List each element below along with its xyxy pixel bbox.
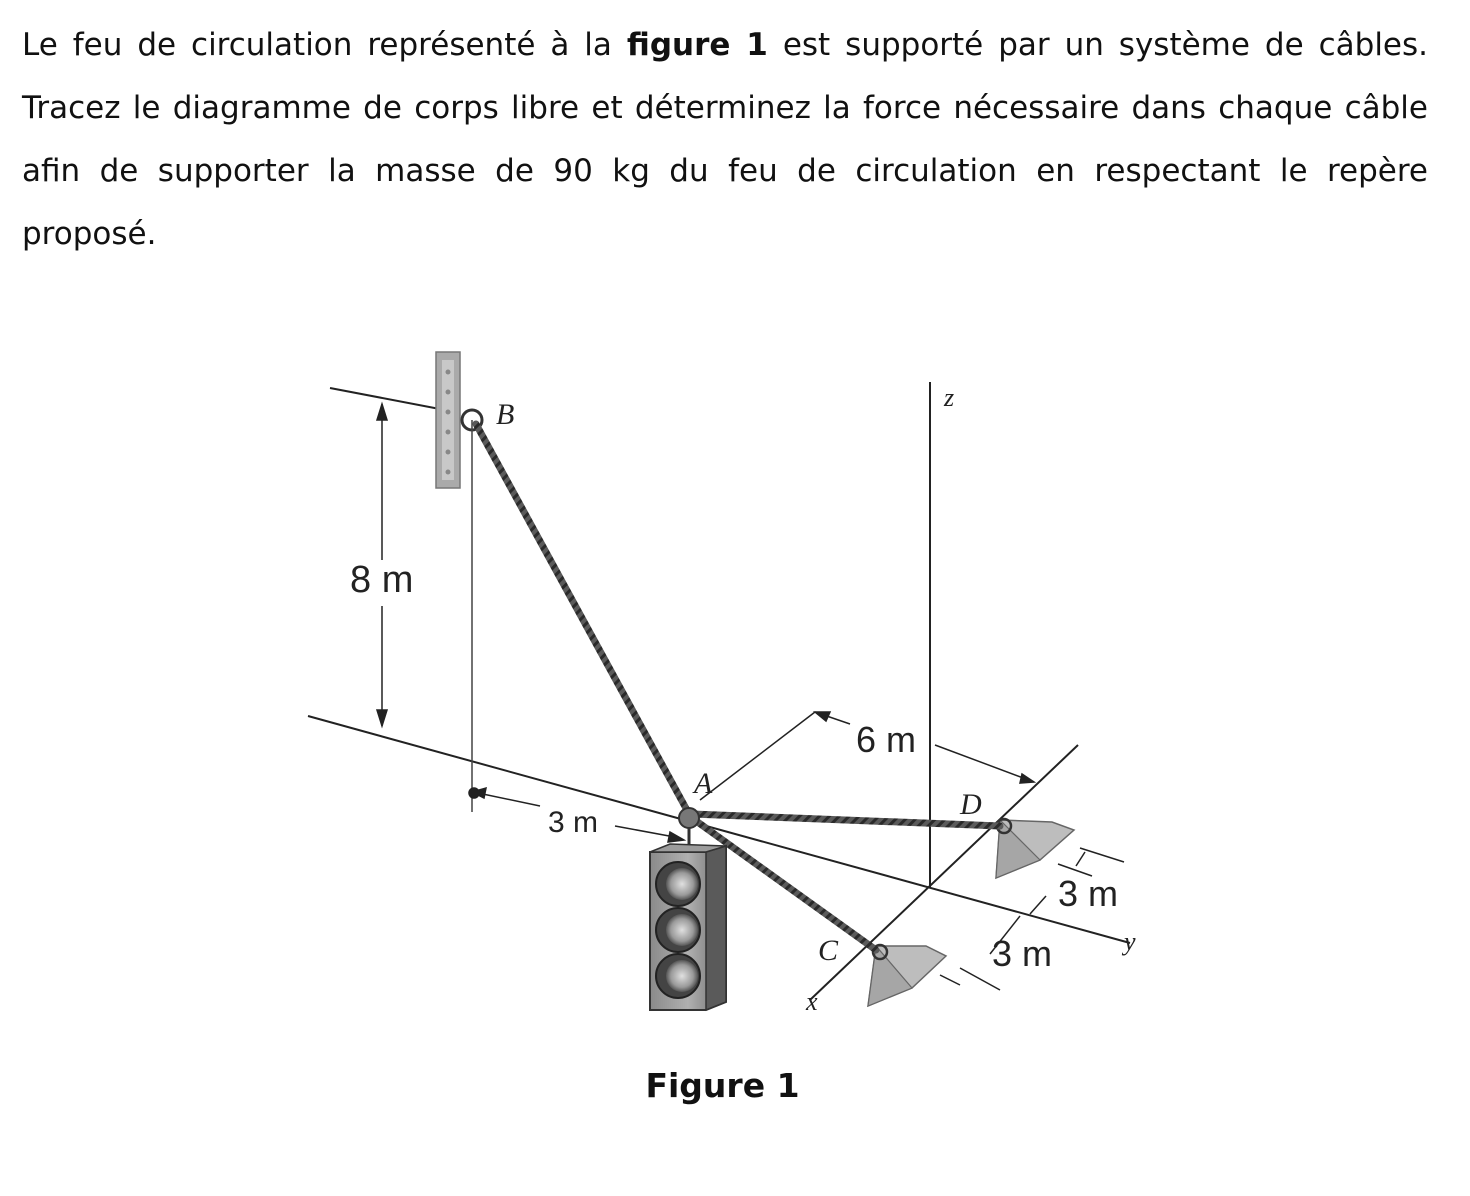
- junction-a: [678, 807, 700, 848]
- x-axis-line: [809, 744, 1079, 1001]
- signal-lens-bottom: [655, 953, 701, 999]
- problem-text-before: Le feu de circulation représenté à la: [22, 27, 627, 63]
- ground-line-y-axis: [307, 715, 1131, 944]
- cable-ac: [688, 814, 880, 954]
- label-point-d: D: [959, 788, 982, 821]
- problem-statement: Le feu de circulation représenté à la fi…: [22, 14, 1428, 266]
- label-point-a: A: [692, 767, 713, 800]
- signal-lens-top: [655, 861, 701, 907]
- anchor-c: [867, 943, 948, 1008]
- cable-ad: [688, 810, 1004, 830]
- traffic-light: [649, 843, 727, 1012]
- wall-support-b: [435, 351, 484, 812]
- upper-reference-line: [329, 387, 446, 411]
- label-dim-3m-d: 3 m: [1058, 873, 1118, 914]
- dimension-3m-c: [939, 915, 1021, 991]
- label-dim-6m: 6 m: [856, 719, 916, 760]
- dimension-6m: [699, 711, 1037, 801]
- dimension-3m-a: [468, 786, 687, 843]
- figure-caption: Figure 1: [645, 1066, 800, 1105]
- figure-reference: figure 1: [626, 27, 768, 63]
- label-dim-3m-a: 3 m: [548, 806, 598, 839]
- anchor-d: [995, 817, 1076, 880]
- label-dim-3m-c: 3 m: [992, 933, 1052, 974]
- label-axis-z: z: [943, 383, 954, 412]
- cable-ab: [472, 420, 692, 816]
- label-axis-x: x: [805, 987, 818, 1016]
- label-point-b: B: [496, 398, 514, 431]
- problem-text-after: est supporté par un système de câbles. T…: [22, 27, 1429, 252]
- cables: [472, 420, 1004, 954]
- ground-lines: [307, 382, 1131, 1001]
- figure-1: B A C D z y x 8 m 3 m 6 m 3 m 3 m: [0, 330, 1470, 1060]
- label-point-c: C: [818, 934, 839, 967]
- label-axis-y: y: [1121, 927, 1136, 956]
- dimension-3m-d: [1029, 847, 1125, 915]
- dimension-8m: [375, 401, 389, 729]
- traffic-light-cable-diagram: B A C D z y x 8 m 3 m 6 m 3 m 3 m: [307, 351, 1136, 1016]
- signal-lens-middle: [655, 907, 701, 953]
- label-dim-8m: 8 m: [350, 559, 413, 601]
